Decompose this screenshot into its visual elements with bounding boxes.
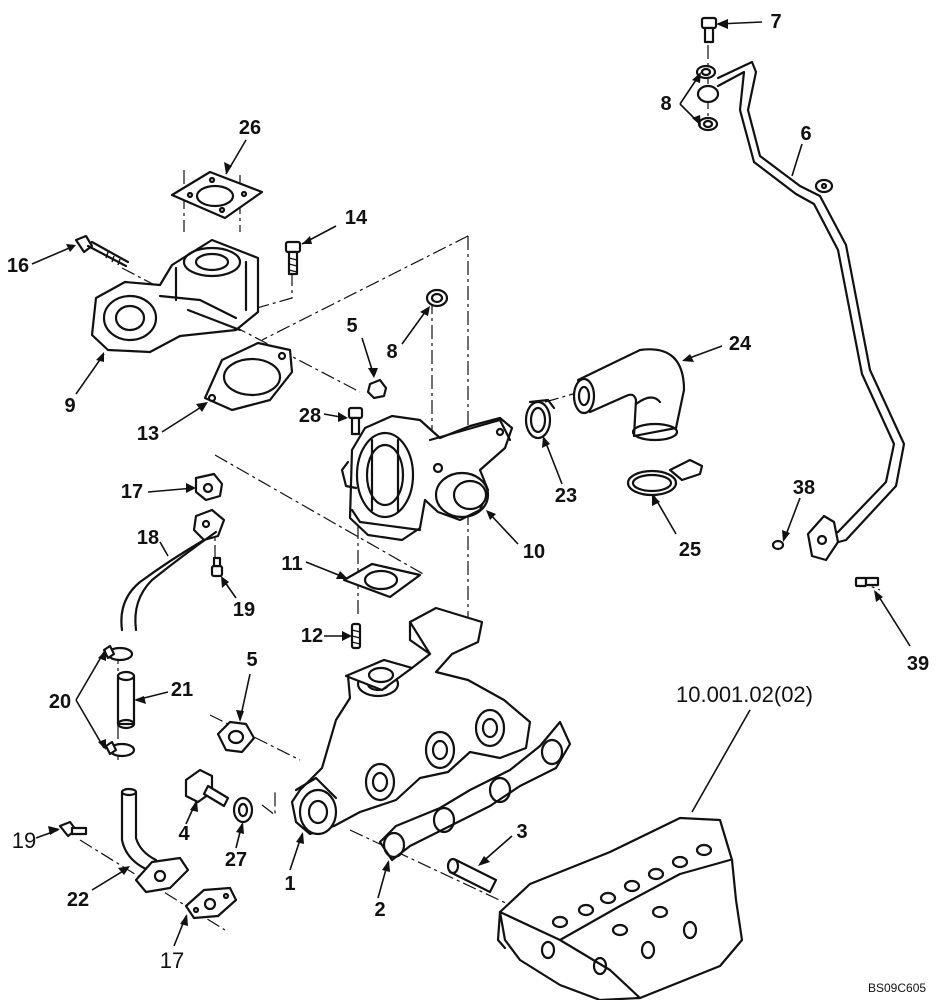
callout-26: 26 [239, 117, 261, 139]
part-6-oil-line [716, 60, 906, 562]
callout-13: 13 [137, 423, 159, 445]
part-19-bolt-upper [210, 556, 224, 578]
callout-24: 24 [729, 333, 752, 355]
callout-27: 27 [225, 849, 247, 871]
callout-3: 3 [516, 821, 527, 843]
part-25-clamp [626, 458, 704, 497]
callout-5-upper: 5 [346, 315, 357, 337]
part-7-banjo-bolt [700, 16, 718, 44]
part-14-bolt [284, 240, 302, 276]
part-5-nut-upper [366, 378, 388, 400]
part-2-manifold-gasket [378, 720, 572, 862]
callout-12: 12 [301, 625, 323, 647]
part-4-bolt [184, 768, 230, 808]
callout-14: 14 [345, 207, 368, 229]
callout-38: 38 [793, 477, 815, 499]
callout-8-right: 8 [660, 93, 671, 115]
callout-1: 1 [284, 873, 295, 895]
part-17-gasket-upper [194, 472, 224, 502]
part-10-turbocharger [340, 414, 514, 542]
callout-21: 21 [171, 679, 193, 701]
callout-23: 23 [555, 485, 577, 507]
part-28-bolt [347, 406, 364, 436]
cylinder-head-reference [496, 816, 744, 1000]
part-5-nut-lower [216, 720, 256, 754]
callout-7: 7 [770, 11, 781, 33]
callout-4: 4 [178, 823, 190, 845]
callout-19-upper: 19 [233, 599, 255, 621]
callout-18: 18 [137, 527, 159, 549]
callout-2: 2 [374, 899, 385, 921]
part-21-hose [116, 670, 136, 730]
part-18-drain-tube [120, 508, 226, 632]
part-11-gasket [342, 562, 422, 599]
part-23-clamp [524, 398, 556, 440]
part-19-bolt-lower [58, 820, 88, 838]
callout-5-lower: 5 [246, 649, 257, 671]
drawing-code: BS09C605 [868, 981, 926, 995]
part-8-washers-right [695, 64, 720, 132]
callout-25: 25 [679, 539, 701, 561]
callout-22: 22 [67, 889, 89, 911]
callout-9: 9 [64, 395, 75, 417]
part-27-washer [232, 796, 254, 824]
part-13-gasket [203, 341, 294, 412]
part-26-gasket [170, 170, 264, 220]
callout-10: 10 [523, 541, 545, 563]
part-8-washer-upper [425, 288, 449, 308]
part-17-gasket-lower [184, 886, 238, 920]
part-38-washer [771, 539, 785, 551]
part-39-bolt [854, 576, 880, 588]
callout-39: 39 [907, 653, 929, 675]
callout-16: 16 [7, 255, 29, 277]
reference-label: 10.001.02(02) [676, 682, 813, 707]
callout-19-lower: 19 [12, 828, 36, 853]
callout-11: 11 [281, 553, 302, 575]
part-16-bolt [74, 234, 130, 268]
part-1-exhaust-manifold [290, 606, 532, 836]
callout-labels: 26 14 16 9 13 8 5 28 24 23 10 25 11 12 1… [7, 11, 929, 973]
callout-17-upper: 17 [121, 481, 143, 503]
callout-17-lower: 17 [160, 948, 184, 973]
callout-6: 6 [800, 123, 811, 145]
part-12-stud [350, 622, 362, 650]
part-20-clamps [102, 644, 136, 758]
part-22-drain-tube-lower [120, 787, 190, 894]
callout-8-upper: 8 [386, 341, 397, 363]
part-9-elbow-housing [90, 238, 260, 354]
callout-20: 20 [49, 691, 71, 713]
part-24-elbow-hose [572, 348, 686, 442]
callout-28: 28 [299, 405, 321, 427]
leader-lines [31, 19, 911, 947]
part-3-dowel [446, 857, 498, 894]
